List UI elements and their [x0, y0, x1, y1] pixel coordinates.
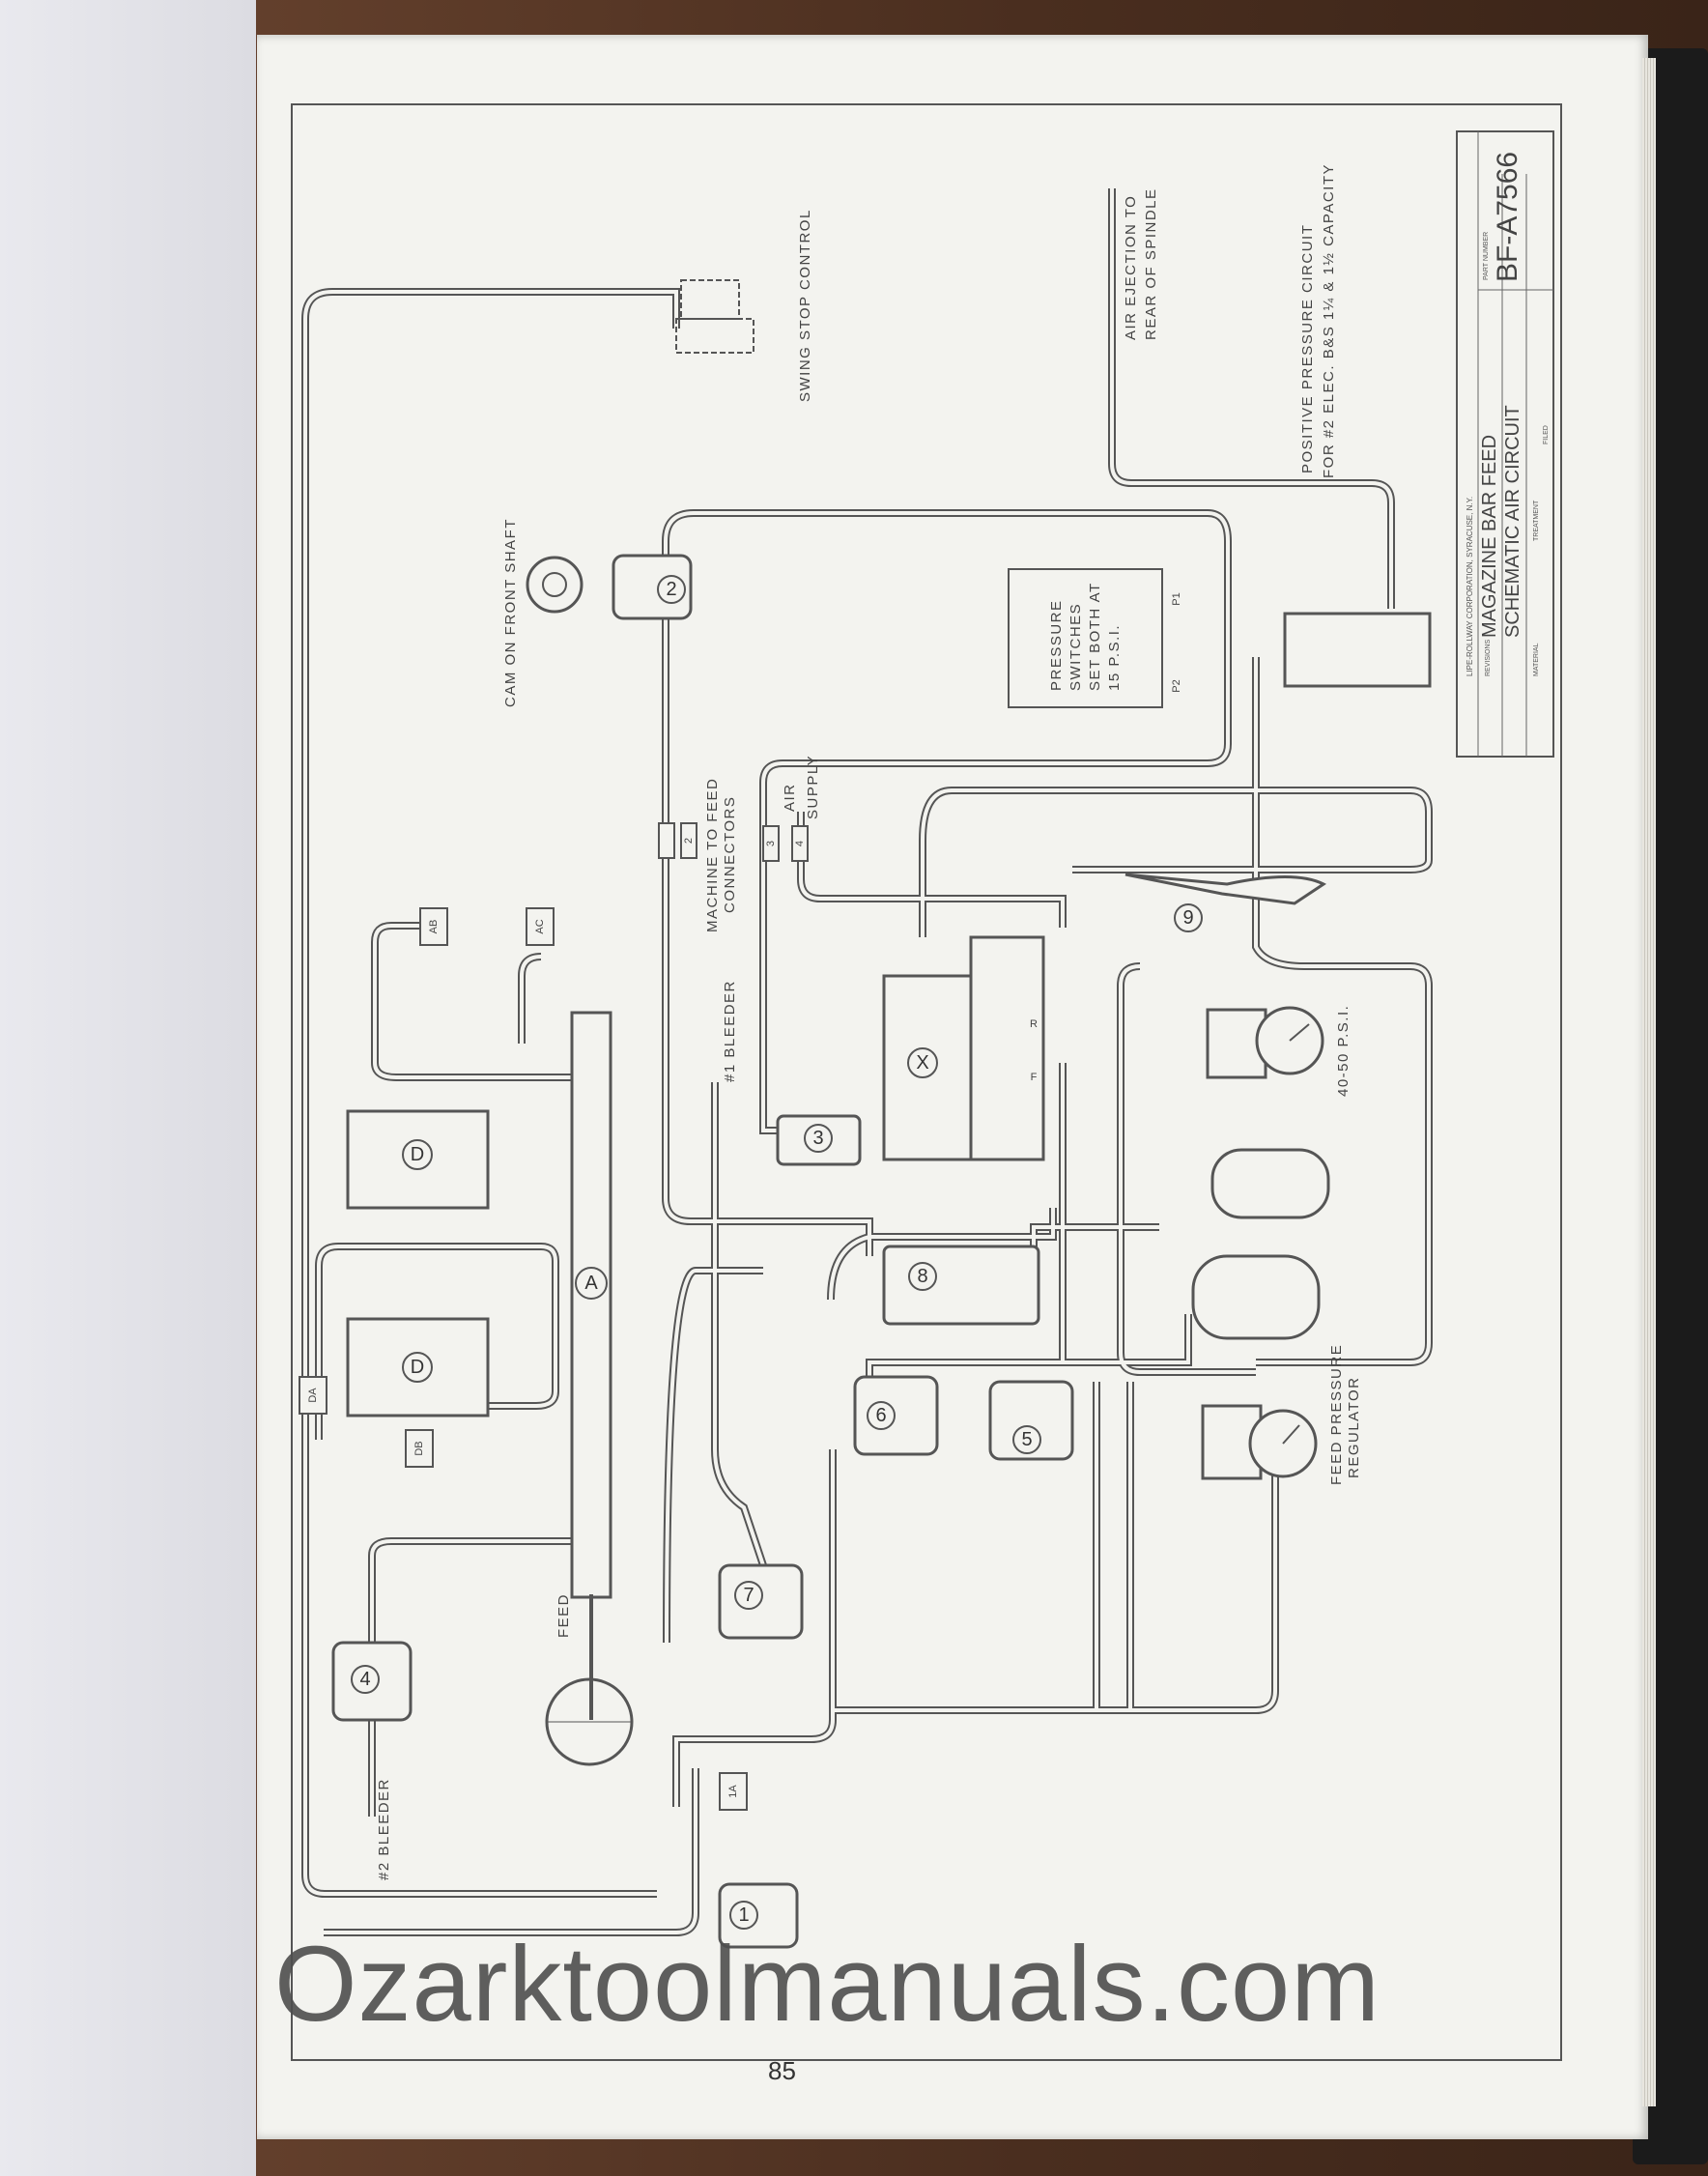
title-part: SCHEMATIC AIR CIRCUIT	[1502, 405, 1523, 638]
tag-1a: 1A	[727, 1785, 739, 1798]
cylinder-d-2: D	[346, 1317, 490, 1417]
svg-text:REVISIONS: REVISIONS	[1485, 640, 1492, 676]
valve-5: 5	[988, 1380, 1074, 1461]
tag-db: DB	[413, 1441, 425, 1455]
label-bleeder-1: #1 BLEEDER	[722, 980, 738, 1082]
valve-9: 9	[1174, 903, 1203, 932]
svg-text:3: 3	[812, 1128, 823, 1149]
svg-text:X: X	[916, 1052, 928, 1074]
svg-text:8: 8	[917, 1266, 927, 1287]
svg-text:7: 7	[743, 1585, 754, 1606]
svg-text:2: 2	[683, 838, 695, 844]
svg-text:AIR: AIR	[782, 783, 798, 812]
label-bleeder-2: #2 BLEEDER	[376, 1778, 392, 1880]
svg-text:SUPPLY: SUPPLY	[805, 755, 821, 819]
svg-text:D: D	[411, 1357, 424, 1378]
svg-text:TREATMENT: TREATMENT	[1533, 500, 1540, 541]
tag-p2: P2	[1171, 679, 1182, 692]
valve-7: 7	[718, 1563, 804, 1640]
title-block: LIPE-ROLLWAY CORPORATION, SYRACUSE, N.Y.…	[1456, 130, 1554, 758]
page-number: 85	[768, 2056, 796, 2085]
label-pressure-switches: PRESSURE SWITCHES SET BOTH AT 15 P.S.I.	[1048, 582, 1123, 691]
svg-text:F: F	[1031, 1072, 1038, 1083]
part-number: BF-A7566	[1492, 152, 1523, 282]
machine-connectors	[658, 822, 809, 862]
label-psi: 40-50 P.S.I.	[1335, 1005, 1352, 1097]
tag-ac: AC	[534, 919, 546, 933]
svg-text:1: 1	[738, 1904, 749, 1926]
cylinder-a	[570, 1011, 612, 1599]
svg-text:PART NUMBER: PART NUMBER	[1483, 232, 1490, 280]
svg-text:6: 6	[875, 1405, 886, 1426]
svg-text:2: 2	[666, 579, 676, 600]
svg-text:4: 4	[359, 1669, 370, 1690]
svg-text:3: 3	[765, 841, 777, 846]
svg-text:D: D	[411, 1144, 424, 1165]
tag-p1: P1	[1171, 592, 1182, 605]
valve-8: 8	[882, 1245, 1040, 1326]
svg-text:4: 4	[794, 841, 806, 846]
svg-text:R: R	[1030, 1018, 1038, 1030]
svg-text:CONNECTORS: CONNECTORS	[722, 796, 738, 913]
title-name: MAGAZINE BAR FEED	[1479, 435, 1500, 638]
label-feed: FEED	[555, 1593, 572, 1638]
lubricator-bowl	[1191, 1254, 1321, 1340]
svg-text:REGULATOR: REGULATOR	[1346, 1377, 1362, 1478]
page-edges	[1642, 58, 1656, 2106]
valve-3: 3	[776, 1114, 862, 1166]
valve-4: 4	[331, 1641, 413, 1722]
label-air-ejection: AIR EJECTION TO	[1123, 195, 1139, 340]
main-valve-x	[882, 974, 973, 1161]
ejection-valve	[1283, 612, 1432, 688]
swing-stop-control	[675, 279, 754, 354]
svg-text:MACHINE TO FEED: MACHINE TO FEED	[704, 778, 721, 932]
drawing-border	[291, 103, 1562, 2061]
svg-text:15 P.S.I.: 15 P.S.I.	[1106, 624, 1123, 691]
feed-pressure-regulator	[1201, 1404, 1318, 1480]
svg-text:FOR #2 ELEC. B&S 1¼ & 1½ CAPAC: FOR #2 ELEC. B&S 1¼ & 1½ CAPACITY	[1321, 163, 1337, 478]
pressure-switches-box	[1008, 568, 1163, 708]
svg-text:FEED PRESSURE: FEED PRESSURE	[1328, 1344, 1345, 1485]
watermark: Ozarktoolmanuals.com	[274, 1925, 1381, 2044]
valve-1: 1	[718, 1882, 799, 1949]
tag-da: DA	[307, 1388, 319, 1403]
svg-text:REAR OF SPINDLE: REAR OF SPINDLE	[1143, 187, 1159, 340]
left-page	[0, 0, 256, 2176]
svg-text:5: 5	[1021, 1429, 1032, 1450]
label-cam: CAM ON FRONT SHAFT	[502, 518, 519, 707]
regulator-40-50	[1206, 1006, 1324, 1079]
svg-text:LIPE-ROLLWAY CORPORATION, SYRA: LIPE-ROLLWAY CORPORATION, SYRACUSE, N.Y.	[1466, 497, 1474, 676]
cylinder-d-1: D	[346, 1109, 490, 1210]
label-positive-pressure: POSITIVE PRESSURE CIRCUIT	[1299, 224, 1316, 473]
svg-text:9: 9	[1182, 907, 1193, 929]
label-a: A	[584, 1273, 598, 1294]
svg-text:SET BOTH AT: SET BOTH AT	[1087, 582, 1103, 691]
valve-6: 6	[853, 1375, 939, 1456]
hand-valve-9	[1124, 873, 1326, 905]
tag-ab: AB	[428, 920, 440, 934]
label-swing-stop: SWING STOP CONTROL	[797, 209, 813, 402]
svg-text:MATERIAL: MATERIAL	[1533, 643, 1540, 676]
cam-icon	[526, 556, 584, 614]
filter-bowl	[1210, 1148, 1330, 1219]
valve-2: 2	[612, 554, 693, 620]
svg-text:SWITCHES: SWITCHES	[1068, 603, 1084, 691]
svg-text:FILED: FILED	[1543, 425, 1550, 444]
svg-text:PRESSURE: PRESSURE	[1048, 599, 1065, 691]
